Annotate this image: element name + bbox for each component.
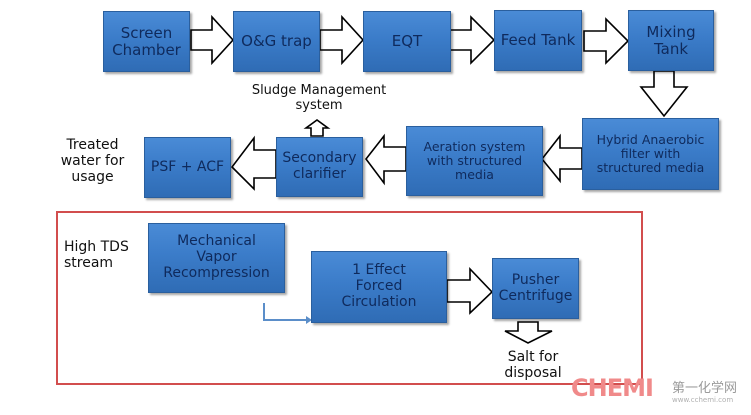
- label-text: High TDS: [64, 239, 129, 255]
- node-text: structured media: [596, 160, 705, 175]
- arrow-og-to-eqt: [319, 14, 365, 66]
- arrow-fc-to-pusher: [446, 267, 494, 315]
- node-text: clarifier: [293, 166, 346, 182]
- node-text: Secondary: [282, 150, 357, 167]
- node-text: Forced: [355, 278, 403, 295]
- connector-mvr-to-fc: [263, 303, 308, 321]
- node-text: Screen: [120, 23, 173, 42]
- connector-arrowhead: [306, 316, 312, 324]
- label-text: Salt for: [507, 349, 559, 365]
- high-tds-frame: [56, 211, 643, 385]
- label-treated-water: Treated water for usage: [50, 137, 135, 185]
- node-text: Tank: [653, 39, 689, 58]
- node-text: Feed Tank: [500, 31, 576, 50]
- label-sludge-management: Sludge Management system: [244, 83, 394, 114]
- label-text: Sludge Management: [251, 83, 387, 98]
- node-text: PSF + ACF: [150, 158, 225, 175]
- arrow-clarifier-to-psf: [230, 135, 277, 191]
- node-og-trap: O&G trap: [233, 11, 320, 72]
- node-text: Mechanical: [177, 233, 256, 250]
- node-text: Pusher: [511, 271, 560, 288]
- arrow-feed-to-mixing: [583, 17, 630, 65]
- label-salt-for-disposal: Salt for disposal: [498, 349, 568, 381]
- arrow-eqt-to-feed: [449, 15, 496, 65]
- arrow-mixing-to-hybrid: [639, 70, 689, 118]
- label-high-tds-stream: High TDS stream: [64, 239, 129, 271]
- node-text: Aeration system: [423, 139, 526, 154]
- label-text: Treated: [66, 137, 119, 153]
- watermark-logo: CHEMI: [571, 374, 654, 402]
- arrow-screen-to-og: [190, 14, 235, 66]
- node-text: Mixing: [646, 22, 696, 41]
- label-text: disposal: [504, 365, 562, 382]
- label-text: water for: [60, 153, 125, 170]
- label-text: stream: [64, 255, 114, 272]
- node-text: O&G trap: [241, 32, 312, 51]
- watermark-url: www.cchemi.com: [672, 396, 734, 404]
- node-text: Vapor: [196, 249, 237, 266]
- node-text: Circulation: [341, 293, 417, 310]
- node-eqt: EQT: [363, 11, 451, 72]
- node-feed-tank: Feed Tank: [494, 10, 582, 71]
- arrow-hybrid-to-aeration: [540, 133, 583, 184]
- arrow-pusher-to-salt: [504, 321, 553, 344]
- node-text: Centrifuge: [498, 287, 573, 304]
- label-text: system: [295, 97, 343, 113]
- arrow-aeration-to-clarifier: [364, 133, 407, 186]
- node-text: media: [455, 167, 494, 182]
- node-text: EQT: [391, 32, 423, 51]
- node-text: Recompression: [163, 264, 270, 281]
- label-text: usage: [71, 169, 114, 186]
- node-psf-acf: PSF + ACF: [144, 137, 231, 198]
- node-text: with structured: [426, 153, 523, 168]
- node-text: Hybrid Anaerobic: [596, 132, 705, 147]
- node-text: filter with: [620, 146, 681, 161]
- node-text: 1 Effect: [352, 262, 406, 279]
- node-text: Chamber: [112, 40, 181, 59]
- arrow-clarifier-to-sludge: [303, 119, 331, 137]
- watermark-cn-text: 第一化学网: [672, 381, 738, 396]
